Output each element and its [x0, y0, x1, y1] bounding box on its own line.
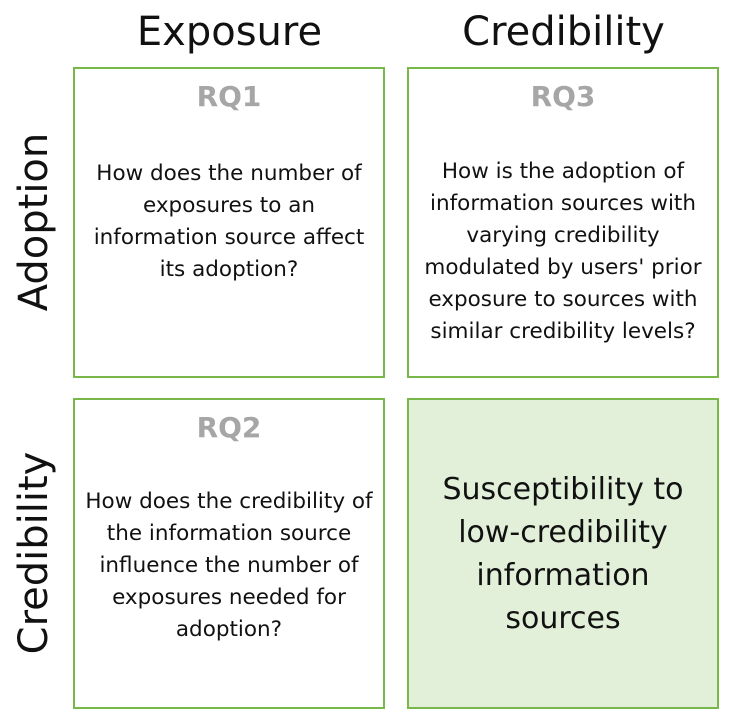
- column-header-exposure: Exposure: [136, 9, 323, 55]
- highlight-text: Susceptibility to low-credibility inform…: [442, 472, 684, 636]
- column-header-credibility: Credibility: [462, 9, 665, 55]
- rq3-label: RQ3: [530, 80, 596, 113]
- row-header-adoption-label: Adoption: [11, 132, 57, 312]
- row-header-credibility-label: Credibility: [11, 451, 57, 655]
- rq2-label: RQ2: [196, 411, 262, 444]
- rq1-label: RQ1: [196, 80, 262, 113]
- rq3-question: How is the adoption of information sourc…: [424, 159, 702, 344]
- rq1-question: How does the number of exposures to an i…: [93, 161, 365, 282]
- cell-highlight: Susceptibility to low-credibility inform…: [407, 398, 719, 709]
- cell-rq1: RQ1 How does the number of exposures to …: [73, 67, 385, 378]
- cell-rq3: RQ3 How is the adoption of information s…: [407, 67, 719, 378]
- cell-rq2: RQ2 How does the credibility of the info…: [73, 398, 385, 709]
- rq2-question: How does the credibility of the informat…: [85, 489, 373, 642]
